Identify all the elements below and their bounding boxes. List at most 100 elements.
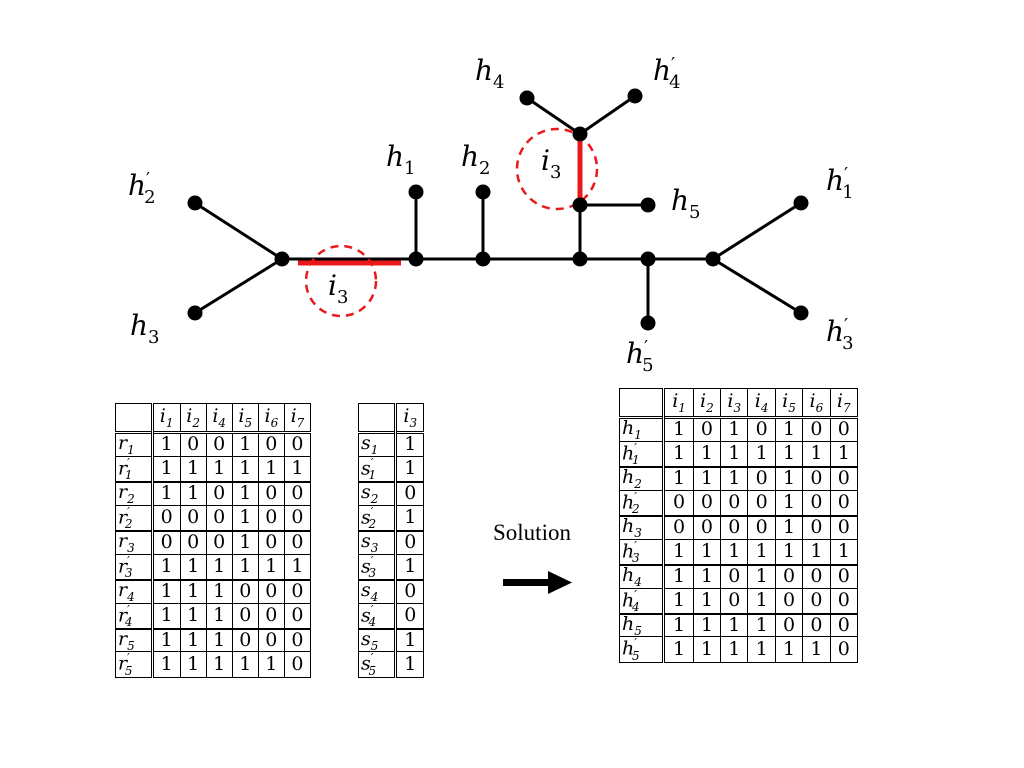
- row-label: s4: [357, 579, 398, 604]
- cell-value: 0: [257, 504, 285, 532]
- cell-value: 1: [231, 651, 259, 678]
- cell-value: 1: [231, 481, 259, 506]
- dashed-circle-i3-top: [515, 127, 599, 211]
- cell-value: 0: [829, 636, 859, 663]
- cell-value: 1: [663, 613, 694, 638]
- cell-value: 1: [283, 455, 312, 483]
- cell-value: 1: [747, 613, 776, 638]
- cell-value: 1: [774, 515, 804, 540]
- column-header: i2: [692, 388, 722, 418]
- tree-labels: h′2 h3 h1 h2 h4 h′4 h5 h′1 h′3 h′5 i3 i3: [128, 54, 854, 376]
- cell-value: 1: [151, 602, 181, 630]
- highlighted-edges: [298, 134, 583, 266]
- row-label: h5: [618, 613, 666, 638]
- cell-value: 0: [395, 579, 424, 604]
- table-header-row: i3: [357, 403, 424, 433]
- row-label: s5: [357, 628, 398, 653]
- cell-value: 0: [179, 530, 207, 555]
- cell-value: 1: [179, 628, 207, 653]
- cell-value: 1: [179, 602, 207, 630]
- cell-value: 1: [257, 651, 285, 678]
- right-arrow-icon: [503, 571, 572, 594]
- cell-value: 1: [395, 651, 424, 678]
- edge: [579, 94, 636, 136]
- label-i3-top: i3: [541, 144, 561, 183]
- cell-value: 0: [747, 489, 776, 517]
- cell-value: 1: [663, 440, 694, 468]
- node: [705, 251, 721, 267]
- cell-value: 1: [205, 455, 233, 483]
- label-h2: h2: [461, 140, 491, 179]
- row-label: h′2: [618, 489, 666, 517]
- cell-value: 1: [802, 440, 831, 468]
- header-corner: [618, 388, 666, 418]
- cell-value: 1: [747, 636, 776, 663]
- cell-value: 1: [692, 613, 722, 638]
- edge: [712, 257, 802, 315]
- cell-value: 1: [231, 553, 259, 581]
- cell-value: 0: [774, 587, 804, 615]
- cell-value: 0: [802, 466, 831, 491]
- cell-value: 0: [283, 579, 312, 604]
- column-header: i6: [802, 388, 831, 418]
- cell-value: 0: [747, 466, 776, 491]
- row-label: h′3: [618, 538, 666, 566]
- row-label: r′1: [115, 455, 154, 483]
- cell-value: 1: [720, 440, 749, 468]
- cell-value: 1: [692, 440, 722, 468]
- cell-value: 1: [179, 455, 207, 483]
- cell-value: 0: [720, 515, 749, 540]
- cell-value: 0: [802, 515, 831, 540]
- cell-value: 0: [283, 628, 312, 653]
- header-corner: [357, 403, 398, 433]
- cell-value: 0: [231, 602, 259, 630]
- node: [640, 251, 656, 267]
- edge: [526, 96, 581, 136]
- row-label: h′1: [618, 440, 666, 468]
- cell-value: 0: [692, 489, 722, 517]
- node: [408, 251, 424, 267]
- cell-value: 1: [747, 564, 776, 589]
- cell-value: 0: [802, 587, 831, 615]
- cell-value: 0: [747, 515, 776, 540]
- cell-value: 1: [151, 628, 181, 653]
- cell-value: 0: [179, 504, 207, 532]
- row-label: s′3: [357, 553, 398, 581]
- column-header: i3: [720, 388, 749, 418]
- dashed-circle-i3-left: [304, 244, 378, 318]
- cell-value: 0: [720, 489, 749, 517]
- cell-value: 1: [205, 628, 233, 653]
- cell-value: 1: [663, 564, 694, 589]
- cell-value: 1: [663, 587, 694, 615]
- row-label: h3: [618, 515, 666, 540]
- cell-value: 1: [747, 538, 776, 566]
- cell-value: 1: [720, 636, 749, 663]
- column-header: i3: [395, 403, 424, 433]
- label-h5-prime: h′5: [626, 337, 654, 376]
- node: [475, 251, 491, 267]
- cell-value: 1: [151, 553, 181, 581]
- cell-value: 0: [747, 417, 776, 442]
- cell-value: 0: [205, 504, 233, 532]
- cell-value: 1: [663, 636, 694, 663]
- cell-value: 1: [747, 587, 776, 615]
- cell-value: 1: [231, 455, 259, 483]
- cell-value: 1: [205, 553, 233, 581]
- node: [572, 126, 588, 142]
